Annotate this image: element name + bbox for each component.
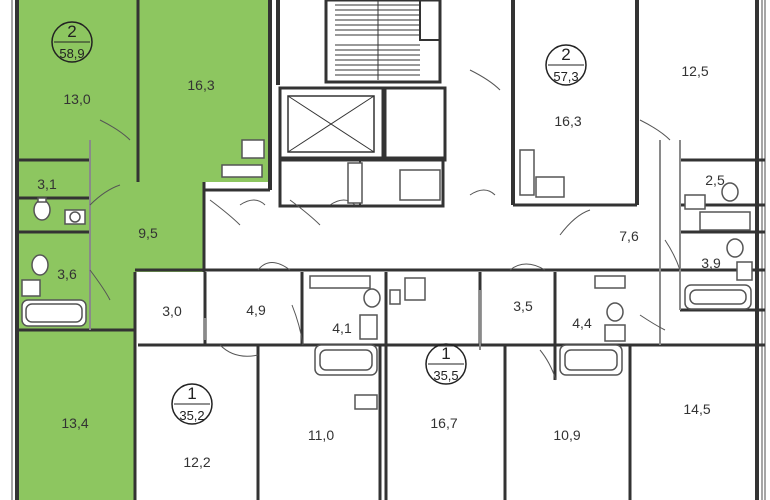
room-area-label: 16,3 xyxy=(187,77,214,93)
room-area-label: 16,7 xyxy=(430,415,457,431)
outer-walls xyxy=(15,0,759,500)
highlighted-apartment[interactable] xyxy=(17,0,270,500)
room-area-label: 4,1 xyxy=(332,320,352,336)
room-area-label: 4,9 xyxy=(246,302,266,318)
apartment-badge[interactable]: 2 57,3 xyxy=(545,44,587,86)
apartment-area: 58,9 xyxy=(59,46,84,61)
room-area-label: 14,5 xyxy=(683,401,710,417)
room-area-label: 3,6 xyxy=(57,266,77,282)
apartment-badge[interactable]: 2 58,9 xyxy=(51,21,93,63)
staircase xyxy=(324,0,442,84)
door-swings xyxy=(89,69,681,381)
apartment-rooms: 2 xyxy=(67,22,76,41)
room-area-label: 12,2 xyxy=(183,454,210,470)
room-area-label: 3,9 xyxy=(701,255,721,271)
apartment-area: 57,3 xyxy=(553,69,578,84)
room-labels: 13,0 16,3 3,1 9,5 3,6 13,4 16,3 12,5 2,5… xyxy=(37,63,725,470)
room-area-label: 3,5 xyxy=(513,298,533,314)
room-area-label: 7,6 xyxy=(619,228,639,244)
apartment-area: 35,5 xyxy=(433,368,458,383)
room-area-label: 9,5 xyxy=(138,225,158,241)
badge-circle xyxy=(51,21,93,63)
room-area-label: 16,3 xyxy=(554,113,581,129)
room-area-label: 2,5 xyxy=(705,172,725,188)
room-area-label: 13,0 xyxy=(63,91,90,107)
room-area-label: 3,0 xyxy=(162,303,182,319)
room-area-label: 10,9 xyxy=(553,427,580,443)
room-area-label: 11,0 xyxy=(308,427,334,443)
room-area-label: 3,1 xyxy=(37,176,57,192)
apartment-badge[interactable]: 1 35,2 xyxy=(171,383,213,425)
apartment-badge[interactable]: 1 35,5 xyxy=(425,343,467,385)
room-area-label: 13,4 xyxy=(61,415,88,431)
apartment-rooms: 1 xyxy=(441,344,450,363)
apartment-area: 35,2 xyxy=(179,408,204,423)
apartment-rooms: 1 xyxy=(187,384,196,403)
bathroom-fixtures xyxy=(21,139,753,410)
room-area-label: 4,4 xyxy=(572,315,592,331)
window-marks xyxy=(11,0,766,500)
partitions xyxy=(89,140,681,350)
room-area-label: 12,5 xyxy=(681,63,708,79)
apartment-rooms: 2 xyxy=(561,45,570,64)
